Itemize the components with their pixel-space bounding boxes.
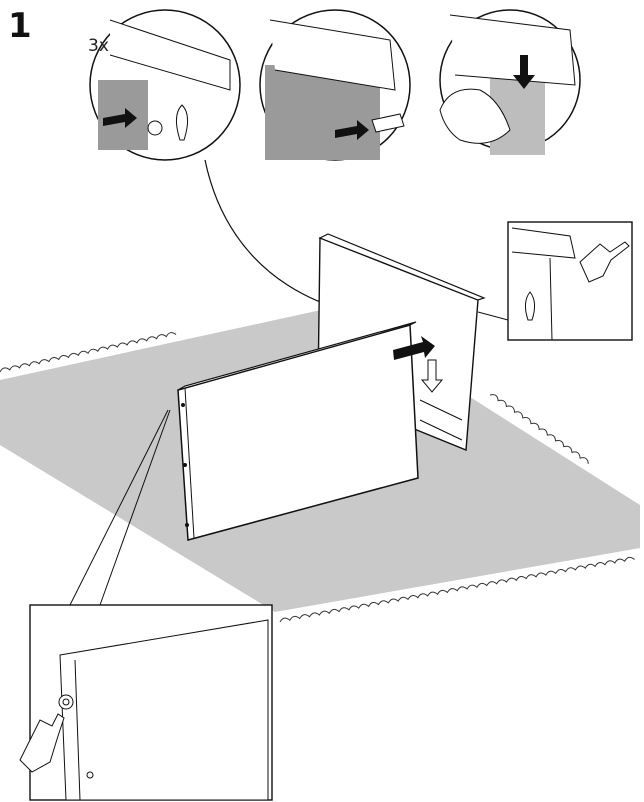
push-arrow-icon	[393, 336, 435, 360]
down-arrow-icon	[420, 359, 444, 393]
front-panel	[177, 321, 419, 541]
hand-press-icon	[579, 241, 630, 283]
detail-box-left	[19, 409, 273, 801]
detail-box-right	[477, 221, 633, 341]
step-number: 1	[8, 6, 32, 46]
detail-circle-2	[259, 9, 411, 161]
detail-circle-3	[439, 9, 581, 155]
hand-press-icon	[19, 713, 65, 773]
detail-circle-1	[89, 9, 241, 161]
quantity-label: 3x	[88, 36, 109, 56]
hand-icon	[439, 88, 511, 144]
